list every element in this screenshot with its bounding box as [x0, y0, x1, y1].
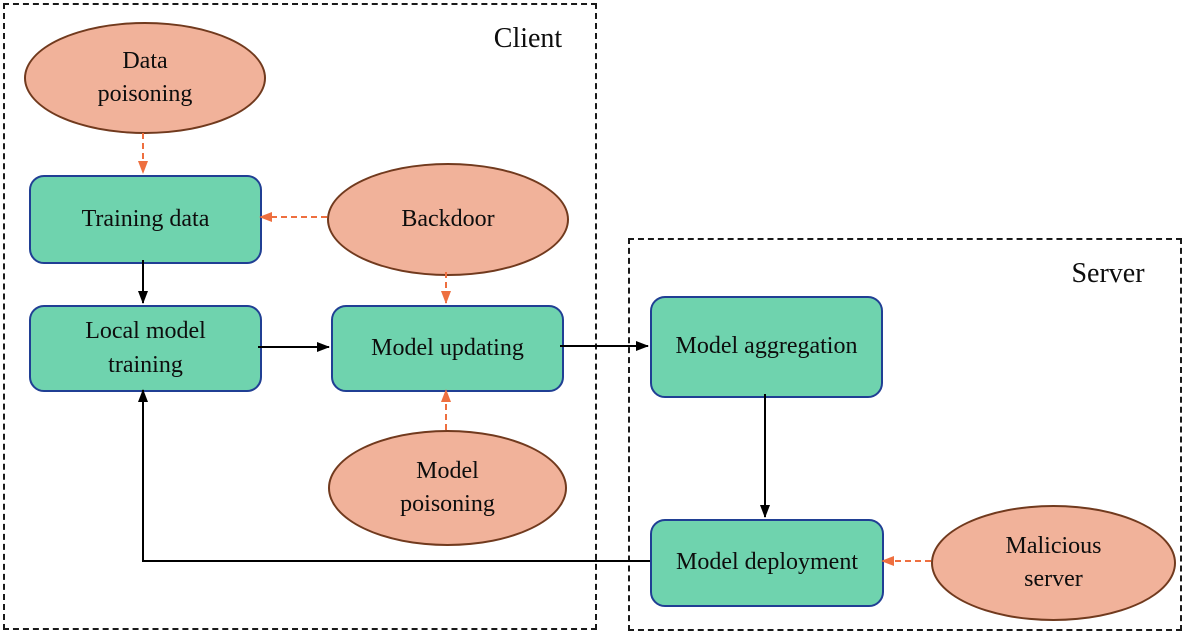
node-model-poisoning: Model poisoning: [328, 430, 567, 546]
server-container-label: Server: [1071, 258, 1145, 289]
node-label: Backdoor: [401, 205, 495, 232]
client-container-label: Client: [493, 23, 563, 54]
node-label: poisoning: [400, 491, 495, 517]
node-label: Model updating: [371, 334, 524, 361]
node-label: Data: [122, 47, 168, 74]
node-model-deployment: Model deployment: [650, 519, 884, 607]
node-label: Malicious: [1005, 532, 1102, 559]
node-label: Model: [416, 457, 479, 484]
node-data-poisoning: Data poisoning: [24, 22, 266, 134]
node-local-model-training: Local model training: [29, 305, 262, 392]
node-label: Local model: [85, 318, 206, 345]
node-model-updating: Model updating: [331, 305, 564, 392]
node-label: Model deployment: [676, 549, 858, 576]
client-container-box: [3, 3, 597, 630]
node-label: training: [108, 351, 183, 378]
node-label: poisoning: [97, 81, 193, 107]
node-label: Model aggregation: [675, 333, 858, 360]
node-malicious-server: Malicious server: [931, 505, 1176, 621]
node-label: Training data: [81, 205, 210, 232]
node-model-aggregation: Model aggregation: [650, 296, 883, 398]
node-training-data: Training data: [29, 175, 262, 264]
node-backdoor: Backdoor: [327, 163, 569, 276]
node-label: server: [1024, 566, 1083, 592]
